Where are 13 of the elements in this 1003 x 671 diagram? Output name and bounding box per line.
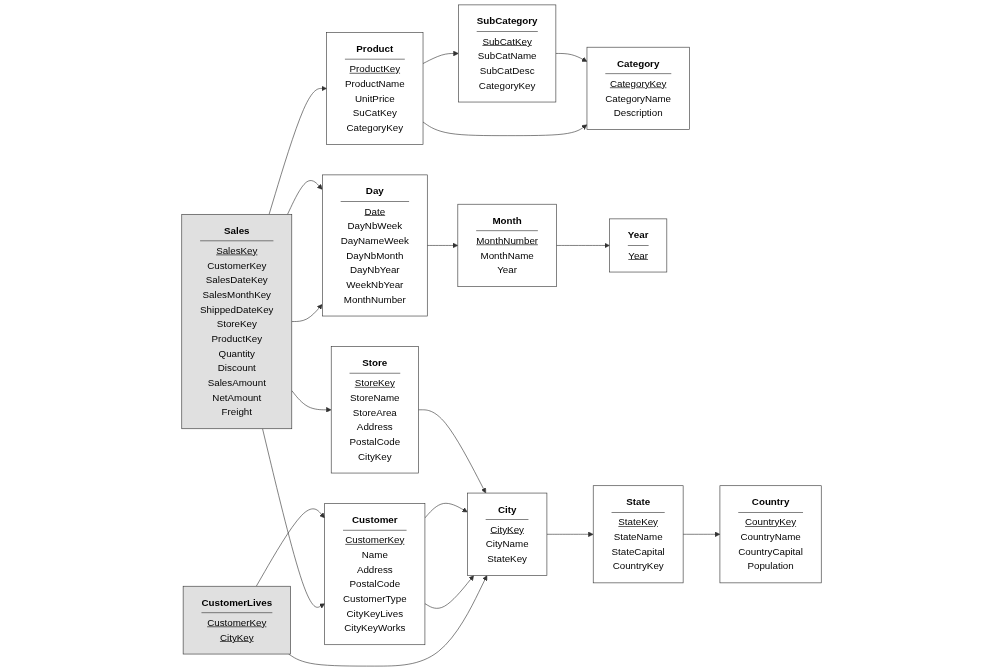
node-box: Sales SalesKey CustomerKey SalesDateKey SalesMonthKey ShippedDateKey StoreKey ProductKey Quantity Discount SalesAmount NetAmount Freight [181, 214, 293, 430]
node-box: Store StoreKey StoreName StoreArea Address PostalCode CityKey [330, 346, 419, 474]
node-box: CustomerLives CustomerKey CityKey [182, 585, 291, 655]
node-box: State StateKey StateName StateCapital CountryKey [592, 485, 684, 584]
node-box: Product ProductKey ProductName UnitPrice SuCatKey CategoryKey [326, 32, 424, 145]
node-box: Country CountryKey CountryName CountryCapital Population [719, 485, 822, 584]
node-box: Year Year [609, 218, 668, 273]
node-box: Day Date DayNbWeek DayNameWeek DayNbMonth DayNbYear WeekNbYear MonthNumber [322, 174, 428, 317]
node-box: Category CategoryKey CategoryName Description [586, 46, 690, 130]
node-box: City CityKey CityName StateKey [467, 492, 548, 576]
node-box: SubCategory SubCatKey SubCatName SubCatDesc CategoryKey [458, 4, 557, 103]
node-box: Customer CustomerKey Name Address PostalCode CustomerType CityKeyLives CityKeyWorks [324, 503, 426, 646]
node-box: Month MonthNumber MonthName Year [457, 203, 557, 287]
